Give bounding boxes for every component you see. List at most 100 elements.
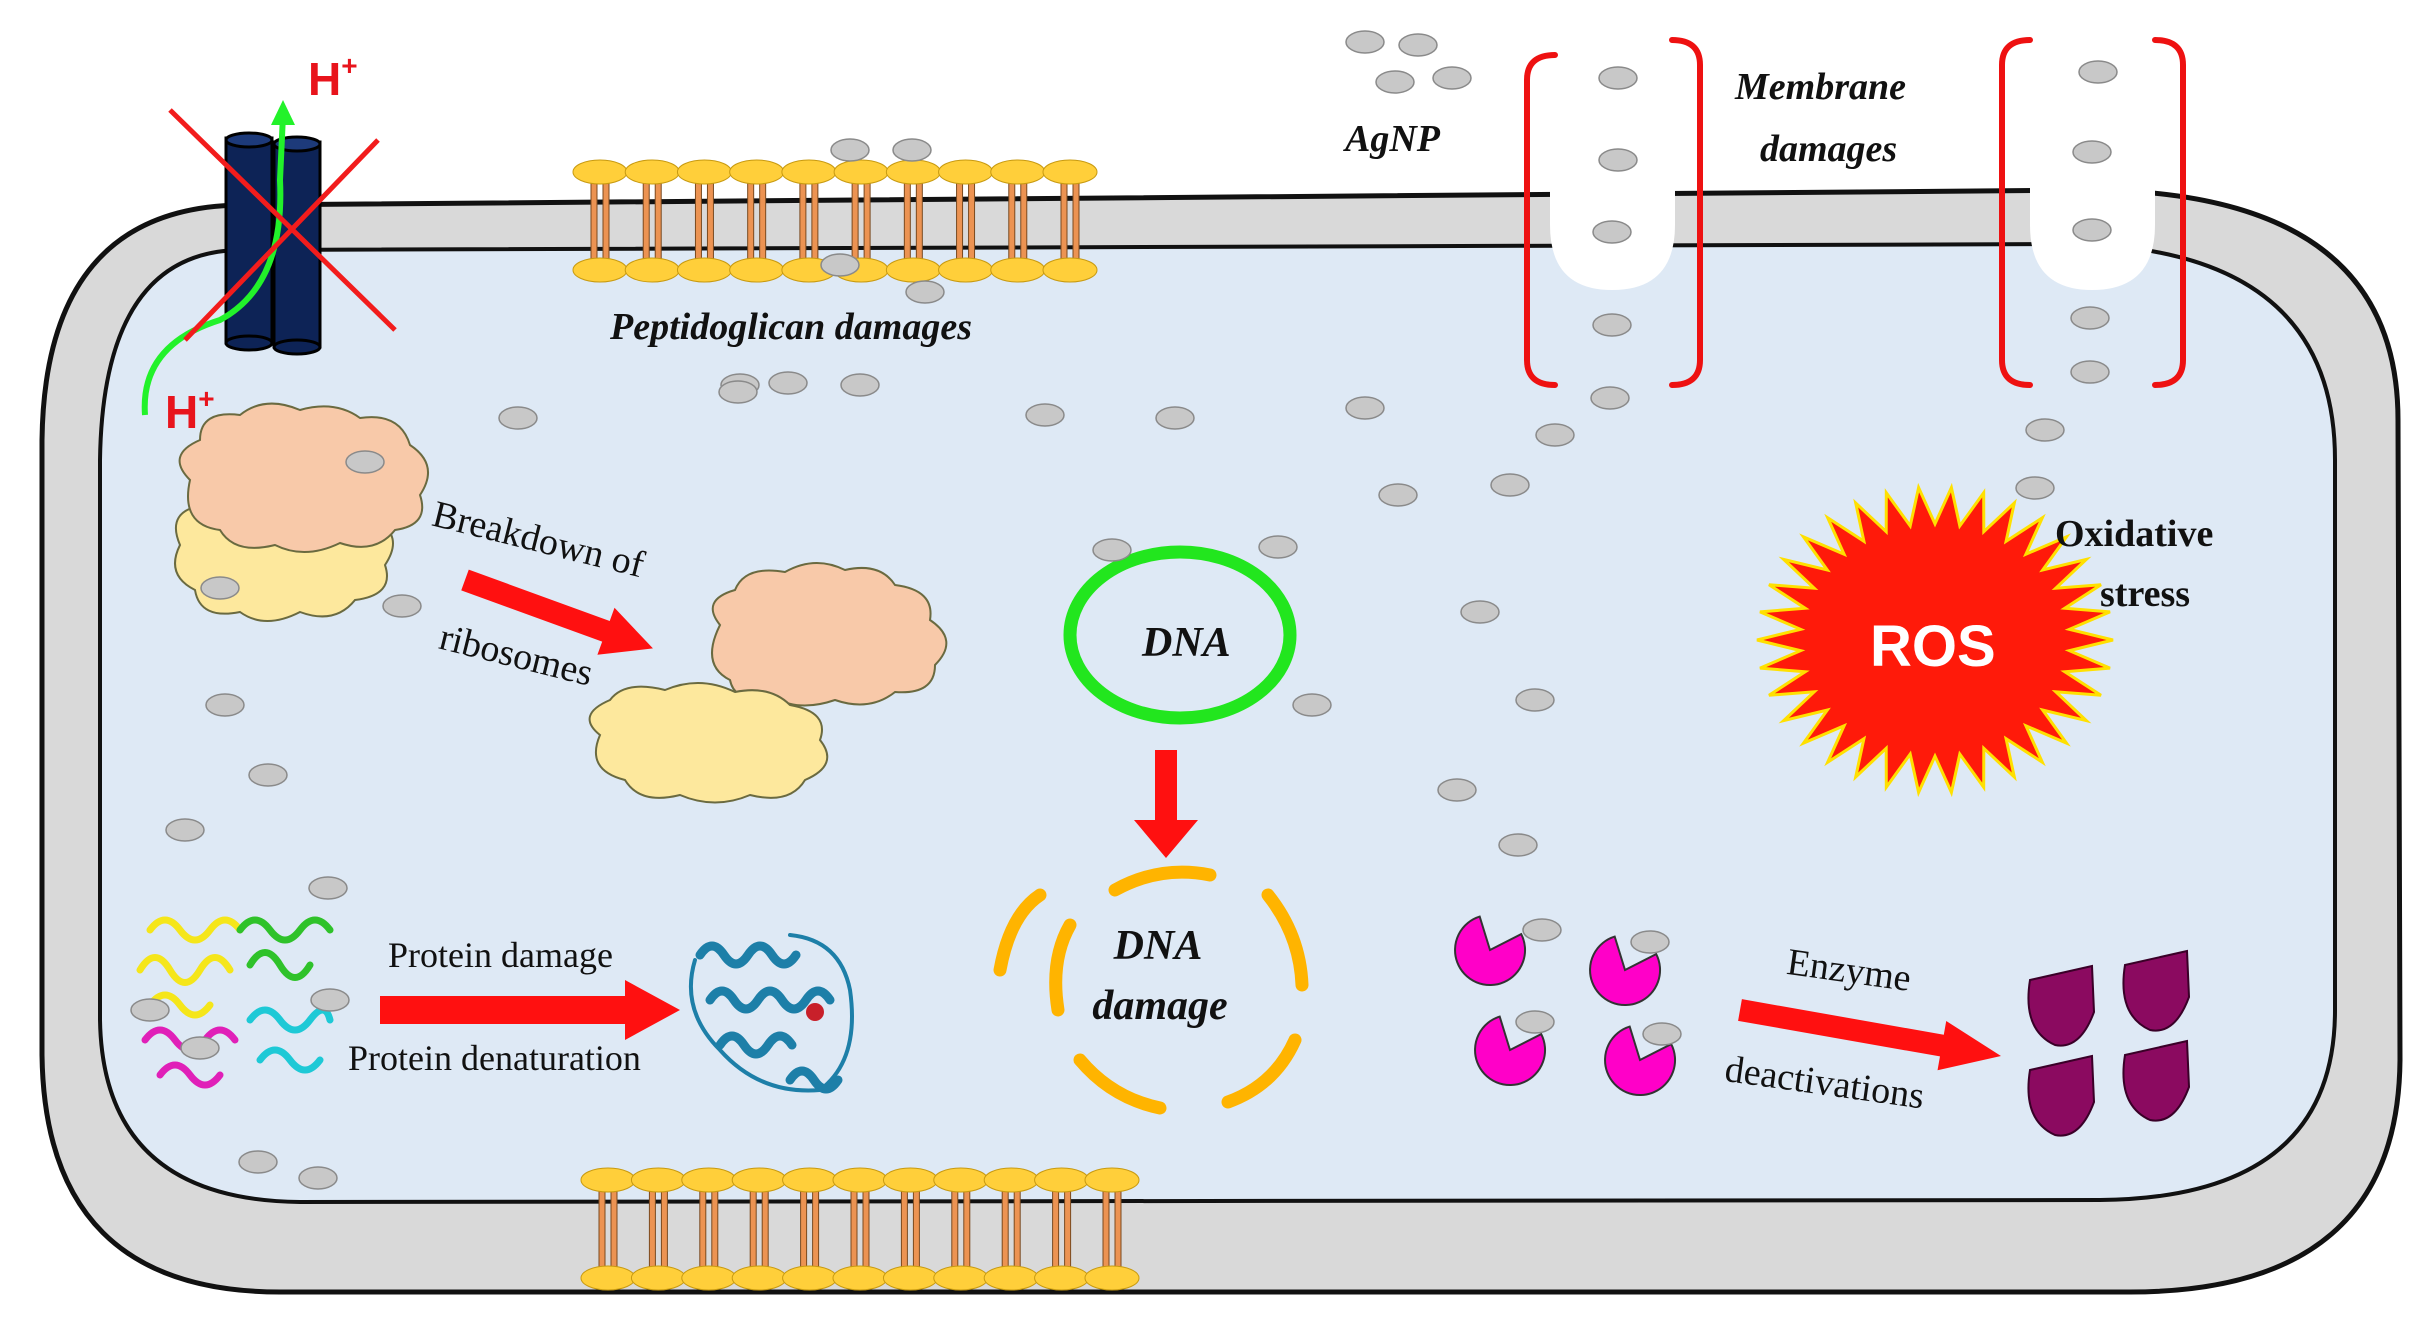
membrane-pore-left (1550, 95, 1675, 290)
lipid-head (580, 1167, 636, 1193)
agnp-particle (1155, 406, 1195, 430)
lipid-tail (800, 1187, 808, 1271)
agnp-particle (1522, 918, 1562, 942)
lipid-head (624, 257, 680, 283)
agnp-particle (2070, 306, 2110, 330)
agnp-particle (308, 876, 348, 900)
denatured-loop (688, 933, 854, 1093)
lipid-tail (1020, 179, 1028, 263)
denatured-helix-segment-4 (785, 1066, 843, 1094)
lipid-head (882, 1167, 938, 1193)
channel-cylinder-right-top (272, 135, 322, 153)
enzyme-inactive (2027, 1054, 2096, 1137)
dna-fragment-6 (993, 888, 1047, 977)
lipid-tail (915, 179, 923, 263)
proton-channel (141, 100, 397, 416)
agnp-particle (1025, 403, 1065, 427)
agnp-particle (1490, 473, 1530, 497)
agnp-particle (820, 253, 860, 277)
lipid-tail (812, 1187, 820, 1271)
lipid-head (885, 159, 941, 185)
dna-fragment-2 (1261, 888, 1309, 992)
lipid-tail (598, 1187, 606, 1271)
label-protein-damage: Protein damage (388, 935, 613, 975)
lipid-tail (1060, 179, 1068, 263)
enzyme-active (1454, 915, 1526, 986)
agnp-particle (130, 998, 170, 1022)
lipid-head (1034, 1167, 1090, 1193)
membrane-pore-right (2030, 95, 2155, 290)
proton-flow-arrow (141, 114, 286, 416)
label-agnp: AgNP (1345, 118, 1440, 160)
h-plus-top: H+ (308, 50, 358, 105)
agnp-particle (1375, 70, 1415, 94)
agnp-particle (1598, 148, 1638, 172)
lipid-head (1042, 257, 1098, 283)
agnp-particle (1460, 600, 1500, 624)
lipid-tail (968, 179, 976, 263)
lipid-tail (711, 1187, 719, 1271)
bracket-1-right (1669, 37, 1703, 388)
label-peptidoglycan-damages: Peptidoglican damages (610, 306, 973, 348)
lipid-tail (660, 1187, 668, 1271)
lipid-tail (811, 179, 819, 263)
lipid-head (1084, 1265, 1140, 1291)
protein-helix-yellow (136, 916, 244, 1019)
agnp-particle (1378, 483, 1418, 507)
ribosome-large-subunit (178, 402, 429, 554)
lipid-head (933, 1167, 989, 1193)
lipid-bilayer-top (572, 159, 1098, 283)
lipid-head (938, 159, 994, 185)
lipid-tail (912, 1187, 920, 1271)
agnp-particle (1345, 396, 1385, 420)
agnp-particle (248, 763, 288, 787)
lipid-tail (747, 179, 755, 263)
lipid-tail (699, 1187, 707, 1271)
lipid-head (731, 1265, 787, 1291)
arrow-enzyme-deactivation (1738, 999, 2001, 1071)
lipid-tail (850, 1187, 858, 1271)
agnp-particle (1535, 423, 1575, 447)
channel-cylinder-right-base (272, 338, 322, 356)
lipid-tail (694, 179, 702, 263)
denatured-helix-segment-3 (715, 1031, 797, 1059)
agnp-particle (1498, 833, 1538, 857)
ros-burst (1756, 482, 2114, 798)
agnp-particle (238, 1150, 278, 1174)
arrow-protein-damage (380, 980, 680, 1040)
agnp-particle (1630, 930, 1670, 954)
lipid-head (630, 1167, 686, 1193)
lipid-head (938, 257, 994, 283)
bracket-2-right (2152, 37, 2186, 388)
lipid-head (990, 257, 1046, 283)
lipid-tail (851, 179, 859, 263)
lipid-tail (900, 1187, 908, 1271)
lipid-tail (1013, 1187, 1021, 1271)
dna-fragments (993, 865, 1309, 1115)
agnp-particle (2072, 218, 2112, 242)
agnp-particle (840, 373, 880, 397)
lipid-tail (1008, 179, 1016, 263)
label-oxidative-line1: Oxidative (2055, 513, 2214, 555)
lipid-head (630, 1265, 686, 1291)
lipid-head (832, 1167, 888, 1193)
agnp-particle (1292, 693, 1332, 717)
agnp-particle (1590, 386, 1630, 410)
agnp-particle (768, 371, 808, 395)
label-dna: DNA (1142, 620, 1231, 666)
agnp-particle (718, 380, 758, 404)
denatured-helix-segment-2 (705, 986, 835, 1014)
lipid-tail (590, 179, 598, 263)
agnp-particle (1598, 66, 1638, 90)
lipid-tail (863, 179, 871, 263)
lipid-head (572, 159, 628, 185)
lipid-head (1034, 1265, 1090, 1291)
agnp-particle (2015, 476, 2055, 500)
lipid-head (782, 1167, 838, 1193)
label-membrane-line2: damages (1760, 128, 1898, 170)
agnp-particle (180, 1036, 220, 1060)
lipid-tail (706, 179, 714, 263)
lipid-tail (903, 179, 911, 263)
